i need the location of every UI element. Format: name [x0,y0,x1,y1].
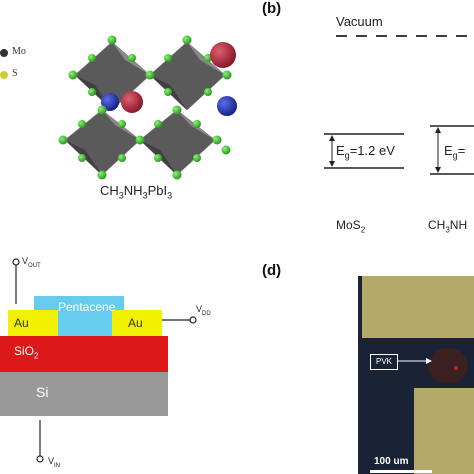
vdd-terminal [189,316,197,324]
mo-dot-icon [0,49,8,57]
panel-b: (b) Vacuum Eg=1.2 eV Eg= MoS2 CH3NH [262,0,474,240]
au-left-label: Au [14,316,29,330]
micrograph-image: PVK 100 um [358,276,474,474]
halide-atoms [58,35,232,180]
vout-terminal [12,258,20,266]
vin-label: VIN [48,456,61,469]
panel-label-d: (d) [262,262,282,279]
sio2-label: SiO2 [14,344,39,361]
au-right-electrode [112,310,162,336]
pvk-bandgap-label: Eg= [444,143,466,161]
mos2-bandgap-label: Eg=1.2 eV [336,143,395,161]
legend-mo-label: Mo [12,46,26,57]
top-gold-pad [362,276,474,338]
marker-dot [454,366,458,370]
pvk-flake [428,348,468,384]
au-left-electrode [8,310,58,336]
device-wiring [12,258,197,463]
panel-label-b: (b) [262,0,282,17]
blue-atom [101,93,119,111]
band-diagram [324,35,474,175]
si-label: Si [36,384,49,400]
blue-atom-legend [217,96,237,116]
legend-atoms [210,42,237,155]
vdd-label: VDD [196,304,211,317]
panel-c: VOUT VDD VIN Pentacene Au Au SiO2 Si [0,250,250,474]
crystal-formula: CH3NH3PbI3 [100,183,173,201]
red-atom [121,91,143,113]
sio2-layer [0,336,168,372]
vacuum-label: Vacuum [336,14,383,29]
green-atom-legend [221,145,231,155]
vout-label: VOUT [22,256,41,269]
mos2-label: MoS2 [336,218,366,235]
octahedron-bottom-left [64,109,141,176]
pvk-label: PVK [375,357,392,366]
panel-d: (d) PVK 100 um [262,262,474,474]
pvk-arrow [398,358,432,364]
scale-bar [370,470,432,473]
pvk-label: CH3NH [428,218,468,235]
pentacene-label: Pentacene [58,300,116,314]
pvk-label-box: PVK [370,354,398,370]
legend-s-label: S [12,68,18,79]
panel-a: Mo S [0,0,250,220]
si-substrate [0,372,168,416]
octahedron-bottom-right [139,109,216,176]
scale-bar-label: 100 um [374,456,409,467]
vin-terminal [36,455,44,463]
s-dot-icon [0,71,8,79]
au-right-label: Au [128,316,143,330]
perovskite-structure [58,35,232,180]
bottom-gold-pad [414,388,474,474]
red-atom-legend [210,42,236,68]
